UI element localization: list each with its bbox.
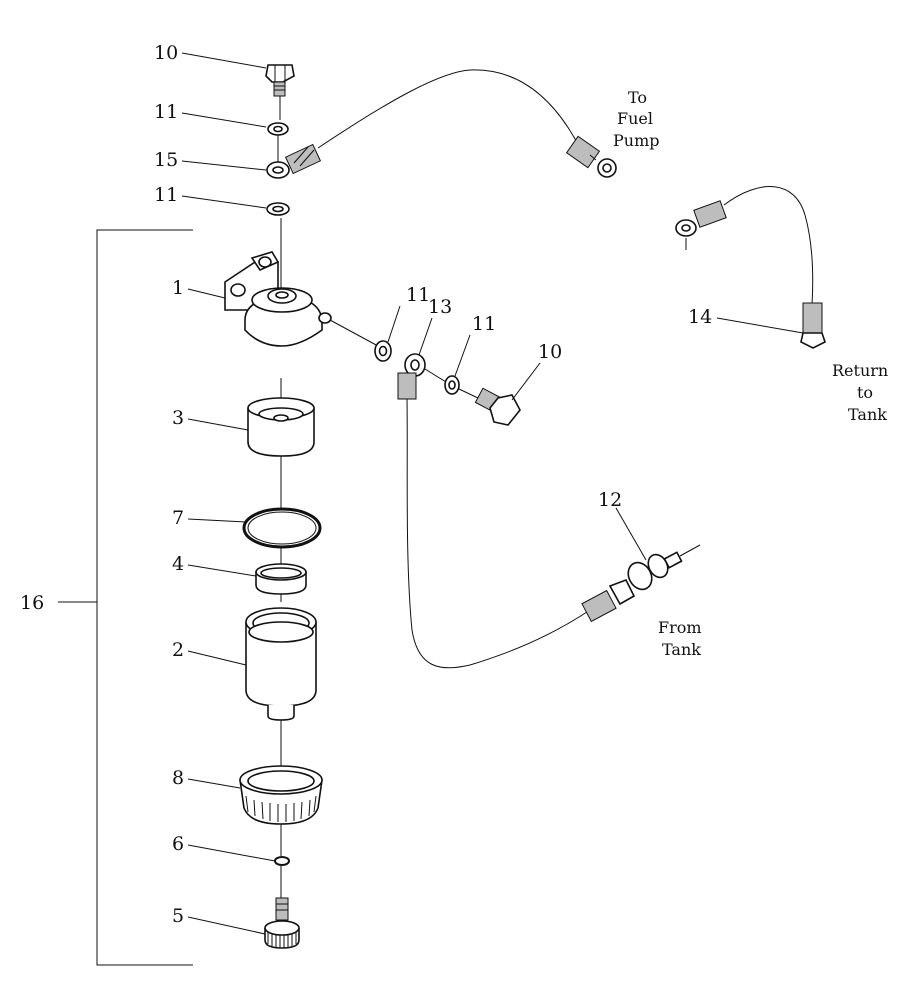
- callout-7: 7: [172, 507, 184, 529]
- filter-head: [224, 251, 379, 347]
- callout-11-second: 11: [154, 184, 178, 206]
- callout-15: 15: [154, 149, 178, 171]
- fuel-line-from-tank: [406, 398, 591, 669]
- callout-16: 16: [20, 592, 44, 614]
- leader-lines: [181, 52, 804, 935]
- fuel-line-to-pump: [317, 69, 581, 149]
- svg-text:Tank: Tank: [662, 640, 701, 659]
- caption-return-to-tank: Return to Tank: [832, 361, 888, 424]
- callout-10-side: 10: [538, 341, 562, 363]
- filter-bowl-2: [245, 607, 317, 721]
- center-cup-3: [247, 397, 315, 457]
- caption-to-fuel-pump: To Fuel Pump: [613, 88, 659, 150]
- assembly-bracket: [58, 229, 193, 966]
- callout-11-side-b: 11: [472, 313, 496, 335]
- small-ring-6: [274, 856, 290, 866]
- callout-6: 6: [172, 833, 184, 855]
- svg-text:From: From: [658, 618, 702, 637]
- banjo-bolt-top: [265, 64, 295, 120]
- svg-text:To: To: [628, 88, 647, 107]
- return-line: [675, 186, 826, 349]
- tank-inlet-fitting: [581, 544, 701, 623]
- callout-4: 4: [172, 553, 184, 575]
- banjo-fitting-15: [266, 143, 322, 179]
- collar-ring-8: [239, 765, 323, 825]
- o-ring-7: [242, 507, 322, 549]
- callout-5: 5: [172, 905, 184, 927]
- callout-1: 1: [172, 277, 184, 299]
- callout-12: 12: [598, 489, 622, 511]
- callout-3: 3: [172, 407, 184, 429]
- callout-8: 8: [172, 767, 184, 789]
- filter-element-4: [255, 563, 307, 595]
- svg-text:to: to: [857, 383, 873, 402]
- callout-11-first: 11: [154, 101, 178, 123]
- callout-13: 13: [428, 296, 452, 318]
- svg-text:Pump: Pump: [613, 131, 659, 150]
- caption-from-tank: From Tank: [658, 618, 702, 659]
- banjo-bolt-side: [474, 387, 521, 426]
- callout-10-top: 10: [154, 42, 178, 64]
- callout-2: 2: [172, 639, 184, 661]
- drain-plug-5: [264, 897, 300, 949]
- callout-14: 14: [688, 306, 712, 328]
- banjo-fitting-13: [397, 353, 426, 400]
- pump-end-fitting: [565, 135, 617, 178]
- svg-text:Fuel: Fuel: [617, 109, 653, 128]
- callout-11-side-a: 11: [406, 284, 430, 306]
- svg-text:Tank: Tank: [848, 405, 887, 424]
- svg-text:Return: Return: [832, 361, 888, 380]
